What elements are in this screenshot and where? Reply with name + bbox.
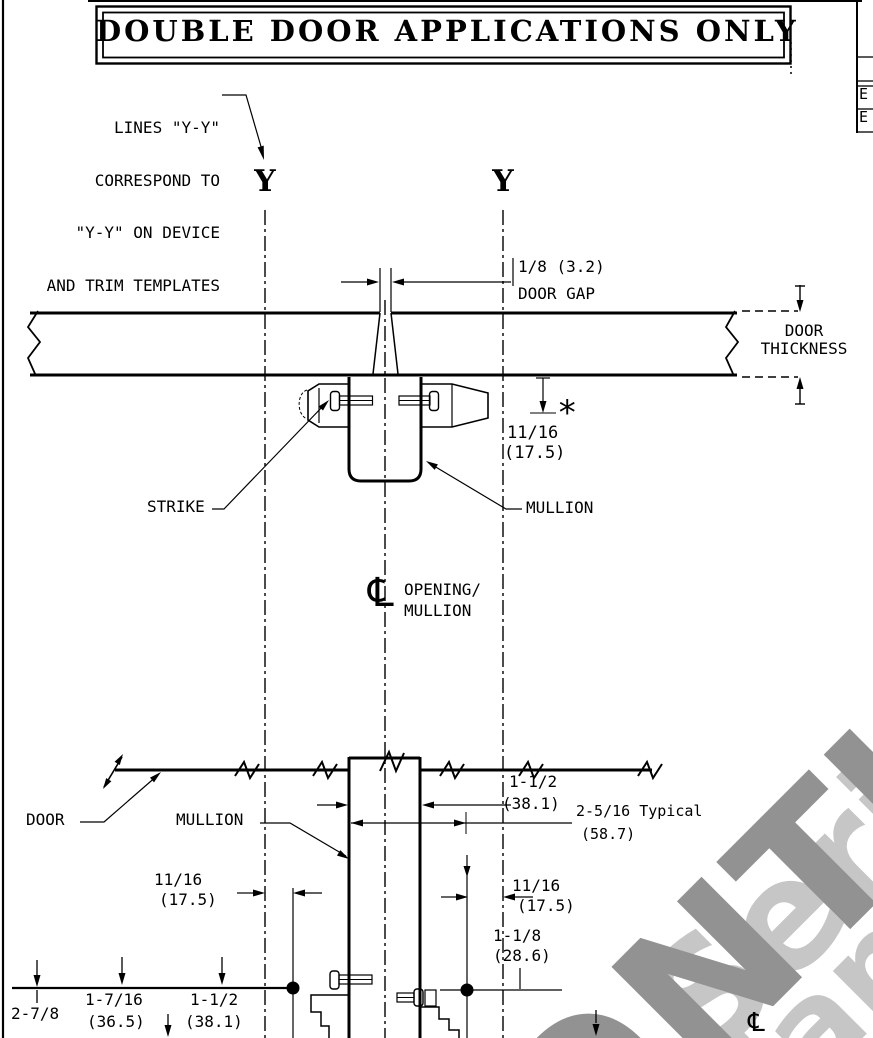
door-gap-dimension-label: DOOR GAP [518,284,596,303]
centerline-label-line2: MULLION [404,601,472,620]
note-line-1: LINES "Y-Y" [114,118,220,137]
strike-screws-section [329,390,440,412]
centerline-label-line1: OPENING/ [404,580,482,599]
note-block: LINES "Y-Y" CORRESPOND TO "Y-Y" ON DEVIC… [8,84,220,329]
strike-left-section [298,383,348,428]
dimension-1-7-16-metric: (36.5) [87,1012,145,1031]
offset-dimension-section [530,377,556,414]
door-thickness-label-line1: DOOR [784,321,824,340]
mullion-width-dimension-metric: (38.1) [502,794,560,813]
y-axis-label-right: Y [492,164,514,199]
revision-row-2: E [859,108,869,126]
note-leader [222,94,264,160]
note-line-4: AND TRIM TEMPLATES [46,275,220,295]
right-offset-dimension-metric: (17.5) [517,896,575,915]
label-leaders-section [212,400,522,510]
plan-dim-typical [351,812,572,834]
plan-right-screw-bracket [396,988,460,1038]
offset-dimension-metric: (17.5) [504,443,566,463]
revision-row-1: E [859,85,869,103]
plan-dim-mullion-width [317,801,511,809]
typical-dimension-value: 2-5/16 Typical [576,802,703,820]
centerline-symbol-bottom: ℄ [748,1008,765,1038]
asterisk-flag: * [557,393,578,433]
centerlines [264,210,504,1038]
y-axis-label-left: Y [254,164,276,199]
door-thickness-label-line2: THICKNESS [760,339,848,358]
plan-mullion [347,749,422,1038]
mullion-section-outline [347,377,423,483]
plan-bottom-dims [12,957,600,1037]
dimension-1-1-2-metric: (38.1) [185,1012,243,1031]
plan-left-screw-bracket [310,970,373,1038]
revision-table-lines [790,0,873,133]
title-box-border [95,5,792,65]
plan-dim-right-offset [440,855,562,1038]
typical-dimension-metric: (58.7) [581,825,636,843]
dimension-2-7-8: 2-7/8 [11,1004,60,1023]
hole-dimension-metric: (28.6) [493,946,551,965]
door-gap-dimension [341,258,514,286]
door-section [26,268,740,377]
plan-door-line [103,754,663,789]
mullion-label-section: MULLION [526,498,594,517]
plan-dim-left-offset [237,888,322,1038]
title-banner: DOUBLE DOOR APPLICATIONS ONLY [96,14,799,48]
mullion-width-dimension-value: 1-1/2 [509,772,558,791]
plan-label-leaders [80,772,349,859]
door-thickness-dimension [742,285,805,405]
door-label-plan: DOOR [26,810,65,829]
mullion-label-plan: MULLION [176,810,244,829]
door-gap-dimension-value: 1/8 (3.2) [518,257,605,276]
note-line-3: "Y-Y" ON DEVICE [75,223,221,242]
offset-dimension-value: 11/16 [507,423,559,443]
centerline-symbol: ℄ [368,570,394,616]
left-offset-dimension-value: 11/16 [154,870,203,889]
left-offset-dimension-metric: (17.5) [159,890,217,909]
dimension-1-7-16-value: 1-7/16 [85,990,143,1009]
strike-right-section [422,383,489,428]
hole-dimension-value: 1-1/8 [493,926,542,945]
strike-label: STRIKE [147,497,205,516]
note-line-2: CORRESPOND TO [94,170,220,190]
right-offset-dimension-value: 11/16 [512,876,561,895]
dimension-1-1-2-value: 1-1/2 [190,990,239,1009]
